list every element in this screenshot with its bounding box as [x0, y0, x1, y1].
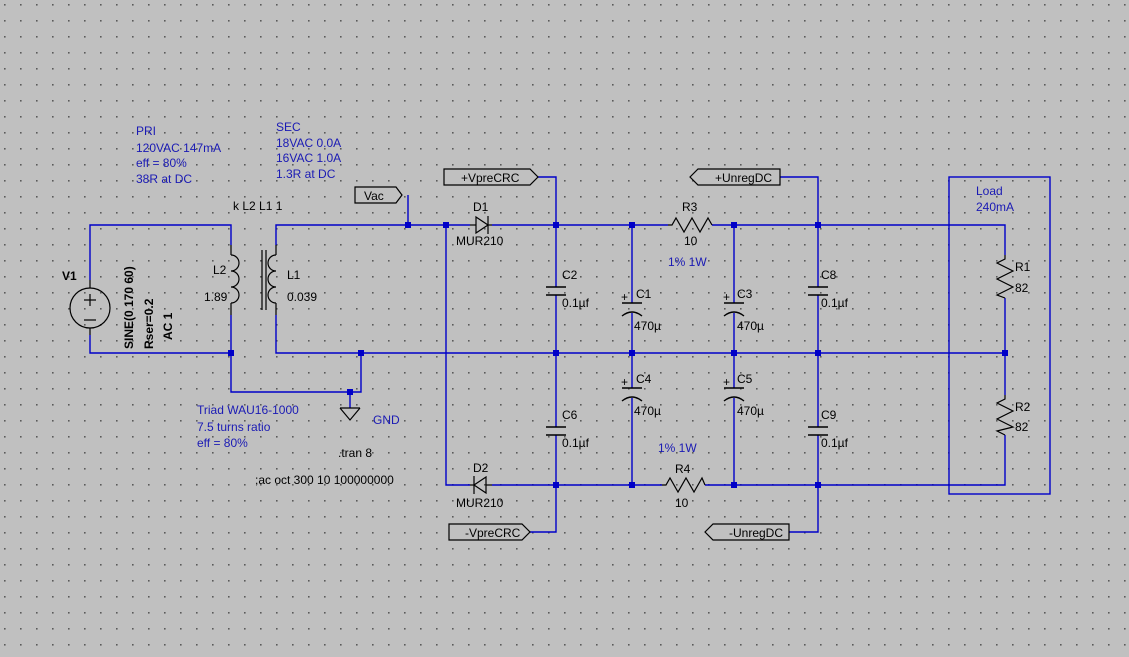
- c3-value: 470µ: [737, 319, 764, 333]
- v1-rser: Rser=0.2: [142, 298, 156, 349]
- r3-name: R3: [682, 200, 698, 214]
- l2-name: L2: [213, 263, 227, 277]
- note-pri-line: 120VAC 147mA: [136, 141, 221, 155]
- resistor-r4[interactable]: [662, 476, 706, 494]
- capacitor-c6[interactable]: [546, 426, 566, 436]
- note-sec-line: 18VAC 0.0A: [276, 136, 341, 150]
- net-label-vpre-neg: -VpreCRC: [465, 526, 521, 540]
- inductor-l2[interactable]: [230, 245, 267, 315]
- net-flag-vpre-pos[interactable]: [443, 168, 539, 186]
- note-sec-line: SEC: [276, 120, 301, 134]
- inductor-l1[interactable]: [267, 245, 277, 315]
- l1-name: L1: [287, 268, 301, 282]
- c9-value: 0.1µf: [821, 436, 849, 450]
- r1-value: 82: [1015, 281, 1029, 295]
- c9-name: C9: [821, 408, 837, 422]
- capacitor-c3[interactable]: [723, 302, 745, 317]
- net-flag-unreg-neg[interactable]: [704, 523, 790, 541]
- c1-name: C1: [636, 287, 652, 301]
- c3-name: C3: [737, 287, 753, 301]
- r1-name: R1: [1015, 260, 1031, 274]
- capacitor-c1[interactable]: [621, 302, 643, 317]
- c5-value: 470µ: [737, 404, 764, 418]
- net-label-unreg-neg: -UnregDC: [729, 526, 783, 540]
- note-sec: SEC 18VAC 0.0A 16VAC 1.0A 1.3R at DC: [276, 120, 341, 181]
- net-flag-vac[interactable]: [354, 186, 403, 204]
- net-flag-vpre-neg[interactable]: [448, 523, 531, 541]
- c4-plus-mark: +: [621, 375, 628, 389]
- note-load-line: Load: [976, 184, 1003, 198]
- note-triad: Triad WAU16-1000 7.5 turns ratio eff = 8…: [197, 403, 299, 450]
- load-box: [948, 176, 1051, 495]
- d2-value: MUR210: [456, 496, 504, 510]
- note-pri-line: eff = 80%: [136, 156, 187, 170]
- note-sec-line: 1.3R at DC: [276, 167, 336, 181]
- note-load: Load 240mA: [976, 184, 1014, 214]
- directive-ac[interactable]: ;ac oct 300 10 100000000: [255, 473, 394, 487]
- c1-value: 470µ: [634, 319, 661, 333]
- c8-name: C8: [821, 268, 837, 282]
- directive-coupling[interactable]: k L2 L1 1: [233, 199, 283, 213]
- r4-value: 10: [675, 496, 689, 510]
- l2-value: 1.89: [204, 290, 228, 304]
- note-load-line: 240mA: [976, 200, 1014, 214]
- r4-name: R4: [675, 462, 691, 476]
- c6-value: 0.1µf: [562, 436, 590, 450]
- d2-name: D2: [473, 461, 489, 475]
- c5-plus-mark: +: [723, 375, 730, 389]
- r3-value: 10: [684, 234, 698, 248]
- directive-tran[interactable]: .tran 8: [338, 446, 372, 460]
- net-label-vpre-pos: +VpreCRC: [461, 171, 520, 185]
- c2-name: C2: [562, 268, 578, 282]
- junctions: [228, 222, 1008, 488]
- c4-value: 470µ: [634, 404, 661, 418]
- resistor-r2[interactable]: [995, 395, 1015, 436]
- voltage-source-v1[interactable]: [69, 280, 111, 335]
- capacitor-c9[interactable]: [808, 426, 828, 436]
- net-label-unreg-pos: +UnregDC: [715, 171, 772, 185]
- capacitor-c4[interactable]: [621, 387, 643, 402]
- note-r3-rating: 1% 1W: [668, 255, 707, 269]
- d1-name: D1: [473, 200, 489, 214]
- v1-name: V1: [62, 269, 77, 283]
- c1-plus-mark: +: [621, 290, 628, 304]
- diode-d1[interactable]: [470, 215, 492, 235]
- net-flag-unreg-pos[interactable]: [689, 168, 781, 186]
- c2-value: 0.1µf: [562, 296, 590, 310]
- d1-value: MUR210: [456, 234, 504, 248]
- note-triad-line: Triad WAU16-1000: [197, 403, 299, 417]
- r2-name: R2: [1015, 400, 1031, 414]
- capacitor-c2[interactable]: [546, 286, 566, 296]
- note-pri-line: PRI: [136, 124, 156, 138]
- note-triad-line: 7.5 turns ratio: [197, 420, 271, 434]
- capacitor-c8[interactable]: [808, 286, 828, 296]
- note-r4-rating: 1% 1W: [658, 441, 697, 455]
- resistor-r1[interactable]: [995, 255, 1015, 299]
- resistor-r3[interactable]: [668, 216, 713, 234]
- capacitor-c5[interactable]: [723, 387, 745, 402]
- v1-value: SINE(0 170 60): [122, 266, 136, 349]
- c8-value: 0.1µf: [821, 296, 849, 310]
- v1-ac: AC 1: [161, 312, 175, 340]
- ground-symbol[interactable]: [339, 407, 361, 421]
- note-pri: PRI 120VAC 147mA eff = 80% 38R at DC: [136, 124, 221, 186]
- c6-name: C6: [562, 408, 578, 422]
- c3-plus-mark: +: [723, 290, 730, 304]
- l1-value: 0.039: [287, 290, 317, 304]
- r2-value: 82: [1015, 420, 1029, 434]
- c4-name: C4: [636, 372, 652, 386]
- note-pri-line: 38R at DC: [136, 172, 192, 186]
- c5-name: C5: [737, 372, 753, 386]
- net-label-vac: Vac: [364, 189, 384, 203]
- note-triad-line: eff = 80%: [197, 436, 248, 450]
- diode-d2[interactable]: [470, 475, 492, 495]
- net-label-gnd: GND: [373, 413, 400, 427]
- note-sec-line: 16VAC 1.0A: [276, 151, 341, 165]
